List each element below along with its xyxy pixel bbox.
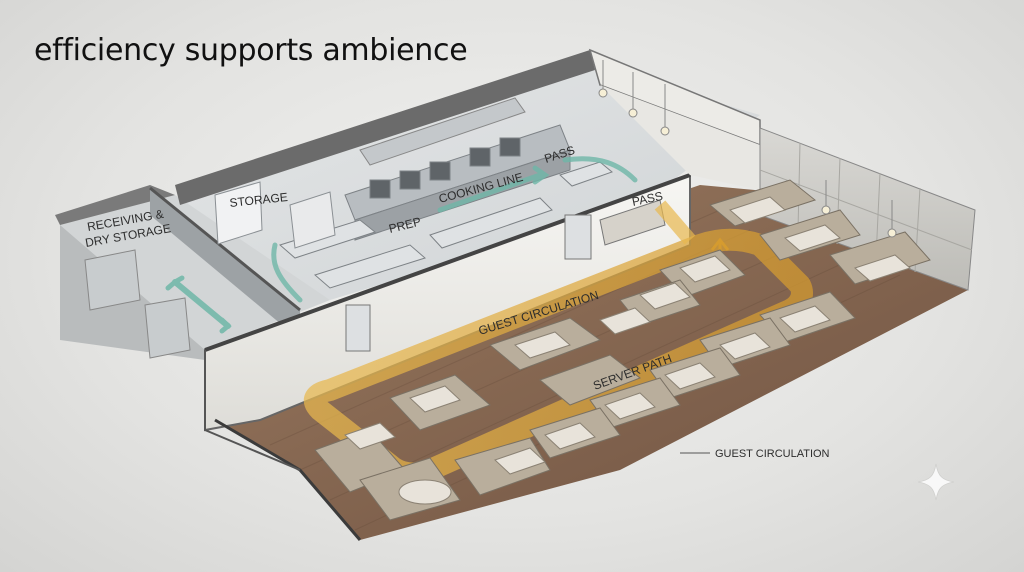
- left-wall-receiving: [55, 185, 175, 225]
- storage-partition-wall: [150, 188, 300, 340]
- storage-shelving: [214, 181, 336, 249]
- sparkle-icon: [917, 463, 955, 501]
- back-wall-kitchen: [175, 50, 595, 205]
- pendant-lights: [598, 60, 897, 238]
- diagram-title: efficiency supports ambience: [34, 33, 468, 68]
- prep-tables: [278, 161, 613, 289]
- kitchen-door: [345, 304, 371, 352]
- label-pass-side: PASS: [631, 189, 664, 209]
- receiving-flow-arrow: [165, 275, 232, 334]
- label-storage: STORAGE: [229, 190, 289, 210]
- pass-counter: [599, 199, 666, 246]
- pass-to-path-connector: [654, 200, 696, 245]
- dining-tables: [344, 196, 911, 505]
- kitchen-hood: [359, 97, 526, 166]
- receiving-crates: [84, 249, 191, 359]
- kitchen-flow-arrows: [271, 156, 638, 303]
- pass-door: [564, 214, 592, 260]
- cooking-line-equipment: [344, 124, 571, 241]
- label-guest-circulation-callout: GUEST CIRCULATION: [715, 448, 830, 460]
